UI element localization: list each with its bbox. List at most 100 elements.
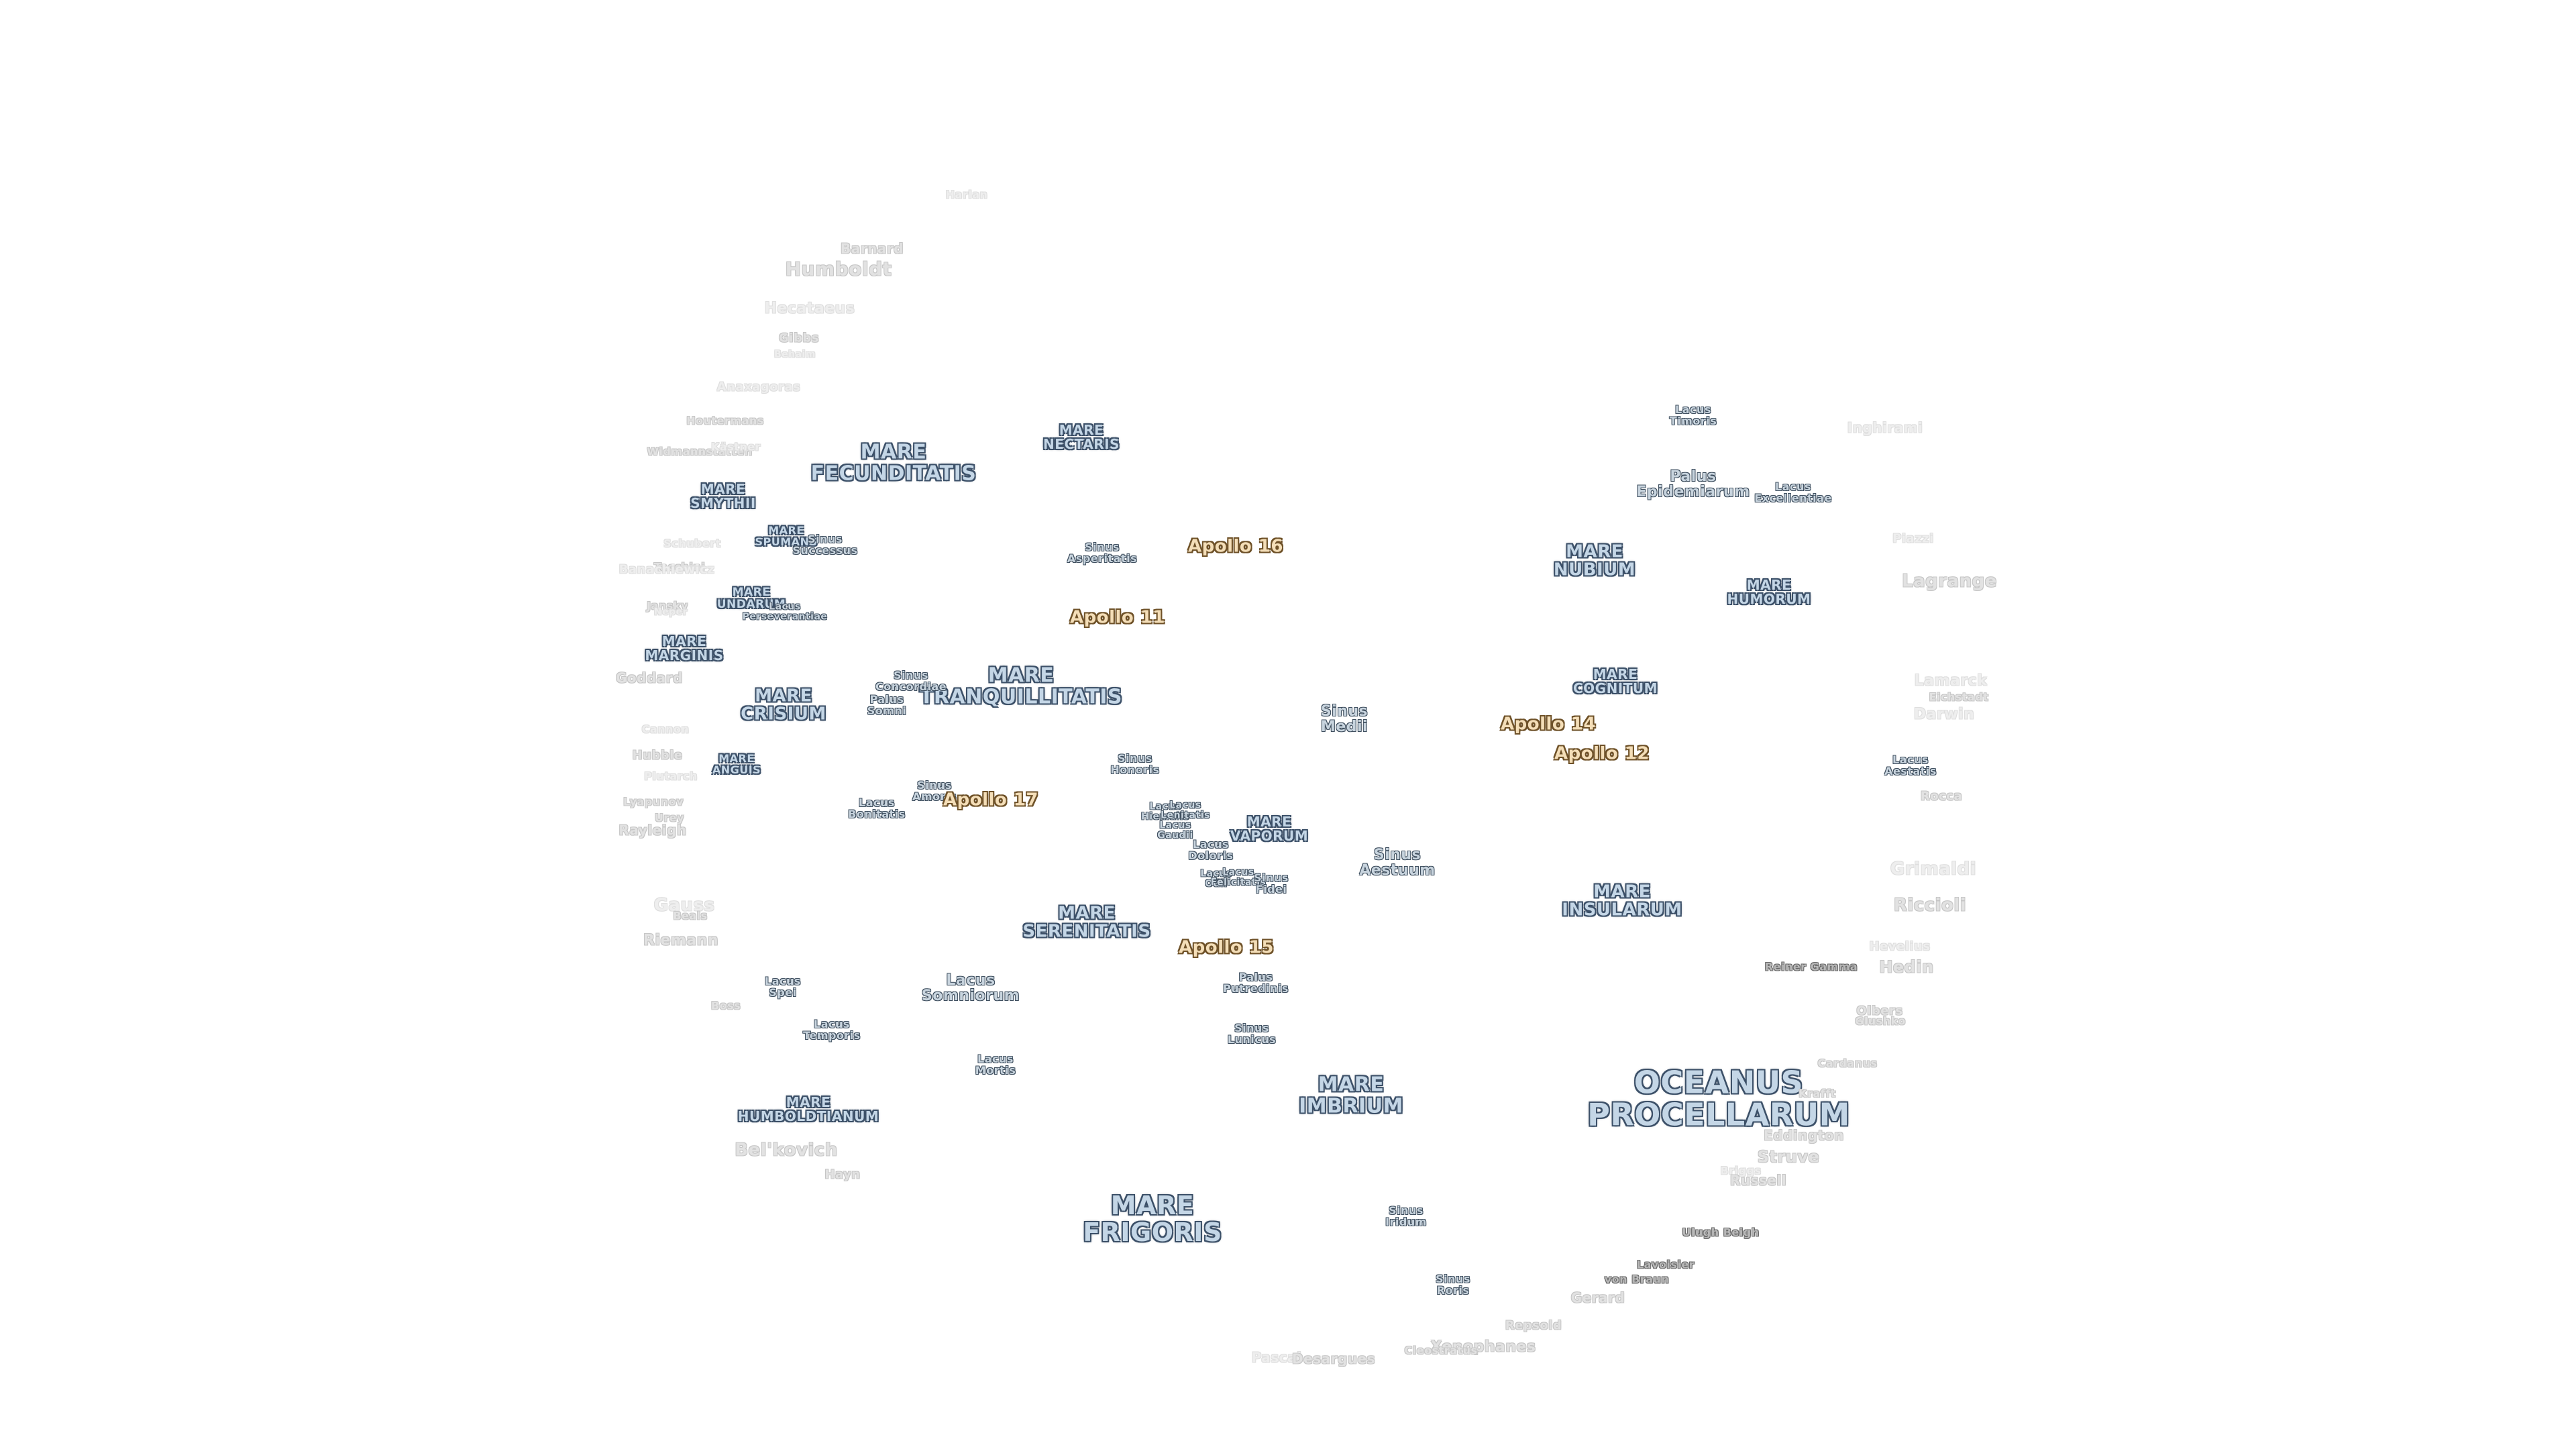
apollo-15-label: Apollo 15 bbox=[1178, 937, 1275, 958]
mare-frigoris-label: MARE FRIGORIS bbox=[1083, 1191, 1222, 1247]
crater-barnard-label: Barnard bbox=[840, 240, 904, 257]
crater-briggs-label: Briggs bbox=[1720, 1164, 1762, 1177]
sinus-amoris-label: Sinus Amoris bbox=[912, 779, 957, 803]
lacus-gaudii-label: Lacus Gaudii bbox=[1157, 820, 1193, 841]
sinus-honoris-label: Sinus Honoris bbox=[1110, 752, 1160, 776]
crater-olbers-label: Olbers bbox=[1856, 1004, 1903, 1018]
crater-rayleigh-label: Rayleigh bbox=[619, 822, 687, 839]
mare-undarum-label: MARE UNDARUM bbox=[716, 586, 786, 611]
crater-hecataeus-label: Hecataeus bbox=[764, 300, 855, 317]
lacus-aestatis-label: Lacus Aestatis bbox=[1884, 753, 1937, 777]
palus-somni-label: Palus Somni bbox=[867, 693, 907, 717]
crater-plutarch-label: Plutarch bbox=[644, 769, 698, 783]
crater-houtermans-label: Houtermans bbox=[686, 414, 764, 427]
crater-grimaldi-label: Grimaldi bbox=[1890, 859, 1977, 879]
crater-desargues-label: Desargues bbox=[1292, 1350, 1375, 1367]
sinus-concordiae-label: Sinus Concordiae bbox=[875, 669, 947, 693]
crater-jansky-label: Jansky bbox=[647, 599, 688, 612]
crater-riemann-label: Riemann bbox=[643, 932, 718, 949]
mare-nectaris-label: MARE NECTARIS bbox=[1043, 422, 1120, 452]
crater-hevelius-label: Hevelius bbox=[1869, 939, 1931, 954]
crater-repsold-label: Repsold bbox=[1505, 1318, 1562, 1333]
mare-humorum-label: MARE HUMORUM bbox=[1727, 577, 1811, 607]
crater-kastner-label: Kästner bbox=[711, 440, 761, 453]
lacus-temporis-label: Lacus Temporis bbox=[803, 1018, 861, 1042]
mare-vaporum-label: MARE VAPORUM bbox=[1230, 814, 1309, 844]
lacus-felicitatis-label: Lacus Felicitatis bbox=[1210, 867, 1267, 888]
lacus-spei-label: Lacus Spei bbox=[765, 975, 801, 999]
crater-piazzi-label: Piazzi bbox=[1892, 531, 1934, 546]
crater-inghirami-label: Inghirami bbox=[1847, 419, 1923, 436]
crater-cleostratus-label: Cleostratus bbox=[1404, 1344, 1478, 1357]
crater-tacchini-label: Tacchini bbox=[653, 560, 706, 574]
lacus-odii-label: Lacus Odii bbox=[1200, 868, 1232, 889]
lacus-somniorum-label: Lacus Somniorum bbox=[921, 971, 1020, 1004]
crater-eddington-label: Eddington bbox=[1764, 1127, 1844, 1144]
lacus-lenitatis-label: Lacus Lenitatis bbox=[1161, 800, 1210, 820]
mare-cognitum-label: MARE COGNITUM bbox=[1572, 666, 1658, 696]
apollo-14-label: Apollo 14 bbox=[1500, 714, 1597, 735]
mare-crisium-label: MARE CRISIUM bbox=[741, 686, 826, 724]
apollo-11-label: Apollo 11 bbox=[1069, 607, 1166, 628]
crater-banachiewicz-label: Banachiewicz bbox=[619, 562, 715, 577]
crater-riccioli-label: Riccioli bbox=[1893, 895, 1967, 916]
crater-gerard-label: Gerard bbox=[1570, 1289, 1625, 1306]
mare-spumans-label: MARE SPUMANS bbox=[755, 524, 818, 548]
crater-cannon-label: Cannon bbox=[641, 722, 690, 736]
crater-humboldt-label: Humboldt bbox=[785, 258, 892, 280]
crater-belkovich-label: Bel'kovich bbox=[735, 1140, 838, 1161]
crater-rocca-label: Rocca bbox=[1920, 789, 1963, 804]
crater-behaim-label: Behaim bbox=[774, 349, 816, 360]
sinus-fidei-label: Sinus Fidei bbox=[1254, 871, 1289, 896]
crater-gibbs-label: Gibbs bbox=[779, 331, 819, 345]
crater-beals-label: Beals bbox=[673, 909, 708, 922]
apollo-17-label: Apollo 17 bbox=[943, 790, 1039, 810]
crater-hedin-label: Hedin bbox=[1879, 957, 1934, 977]
crater-eichstadt-label: Eichstadt bbox=[1929, 690, 1989, 704]
reiner-gamma-label: Reiner Gamma bbox=[1764, 960, 1858, 973]
palus-putredinis-label: Palus Putredinis bbox=[1223, 971, 1289, 995]
lacus-timoris-label: Lacus Timoris bbox=[1669, 403, 1717, 427]
crater-darwin-label: Darwin bbox=[1913, 706, 1975, 723]
oceanus-procellarum-label: OCEANUS PROCELLARUM bbox=[1587, 1064, 1850, 1133]
crater-glushko-label: Glushko bbox=[1855, 1014, 1906, 1028]
crater-lagrange-label: Lagrange bbox=[1902, 571, 1997, 592]
crater-cardanus-label: Cardanus bbox=[1817, 1057, 1878, 1070]
mare-anguis-label: MARE ANGUIS bbox=[712, 752, 761, 776]
lacus-doloris-label: Lacus Doloris bbox=[1188, 838, 1234, 862]
crater-lyapunov-label: Lyapunov bbox=[623, 795, 684, 808]
apollo-16-label: Apollo 16 bbox=[1187, 536, 1284, 557]
crater-goddard-label: Goddard bbox=[616, 669, 683, 686]
sinus-asperitatis-label: Sinus Asperitatis bbox=[1067, 541, 1138, 565]
crater-lamarck-label: Lamarck bbox=[1914, 672, 1988, 690]
lacus-perseverantiae-label: Lacus Perseverantiae bbox=[742, 601, 828, 622]
crater-struve-label: Struve bbox=[1757, 1147, 1820, 1167]
palus-epidemiarum-label: Palus Epidemiarum bbox=[1636, 468, 1750, 500]
mare-smythii-label: MARE SMYTHII bbox=[690, 481, 756, 511]
lacus-excellentiae-label: Lacus Excellentiae bbox=[1754, 480, 1832, 504]
crater-pascal-label: Pascal bbox=[1251, 1349, 1302, 1366]
crater-hayn-label: Hayn bbox=[824, 1167, 861, 1182]
lacus-mortis-label: Lacus Mortis bbox=[975, 1053, 1016, 1077]
lacus-bonitatis-label: Lacus Bonitatis bbox=[848, 796, 906, 820]
sinus-successus-label: Sinus Successus bbox=[792, 533, 858, 557]
crater-von-braun-label: von Braun bbox=[1604, 1273, 1670, 1286]
crater-ulugh-beigh-label: Ulugh Beigh bbox=[1682, 1226, 1760, 1239]
lacus-hiemalis-label: Lacus Hiemalis bbox=[1141, 801, 1189, 822]
crater-anaxagoras-label: Anaxagoras bbox=[716, 380, 801, 394]
sinus-roris-label: Sinus Roris bbox=[1436, 1273, 1470, 1297]
mare-serenitatis-label: MARE SERENITATIS bbox=[1022, 903, 1151, 942]
sinus-iridum-label: Sinus Iridum bbox=[1385, 1204, 1427, 1228]
sinus-lunicus-label: Sinus Lunicus bbox=[1227, 1022, 1277, 1046]
crater-russell-label: Russell bbox=[1729, 1172, 1787, 1189]
crater-harlan-label: Harlan bbox=[945, 188, 988, 201]
mare-marginis-label: MARE MARGINIS bbox=[645, 633, 724, 663]
apollo-12-label: Apollo 12 bbox=[1554, 743, 1650, 764]
sinus-aestuum-label: Sinus Aestuum bbox=[1359, 846, 1436, 879]
mare-imbrium-label: MARE IMBRIUM bbox=[1299, 1073, 1403, 1118]
crater-schubert-label: Schubert bbox=[663, 537, 721, 550]
sinus-medii-label: Sinus Medii bbox=[1320, 702, 1368, 735]
crater-lavoisier-label: Lavoisier bbox=[1636, 1258, 1695, 1271]
mare-nubium-label: MARE NUBIUM bbox=[1553, 541, 1636, 580]
